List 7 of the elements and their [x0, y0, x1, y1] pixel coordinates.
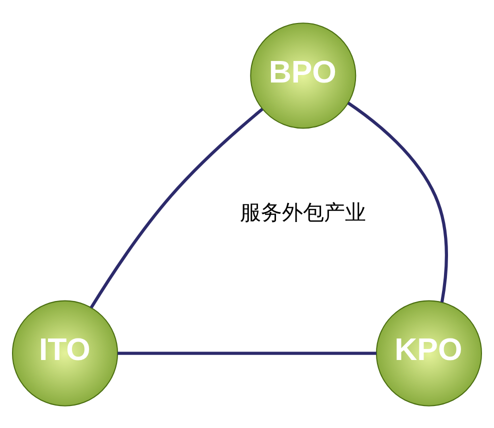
node-circle: KPO	[376, 300, 482, 406]
node-circle: ITO	[12, 300, 118, 406]
node-circle: BPO	[250, 22, 356, 128]
connector	[90, 107, 264, 308]
connector	[347, 101, 448, 302]
label: 服务外包产业	[240, 200, 366, 224]
connector	[118, 351, 376, 354]
